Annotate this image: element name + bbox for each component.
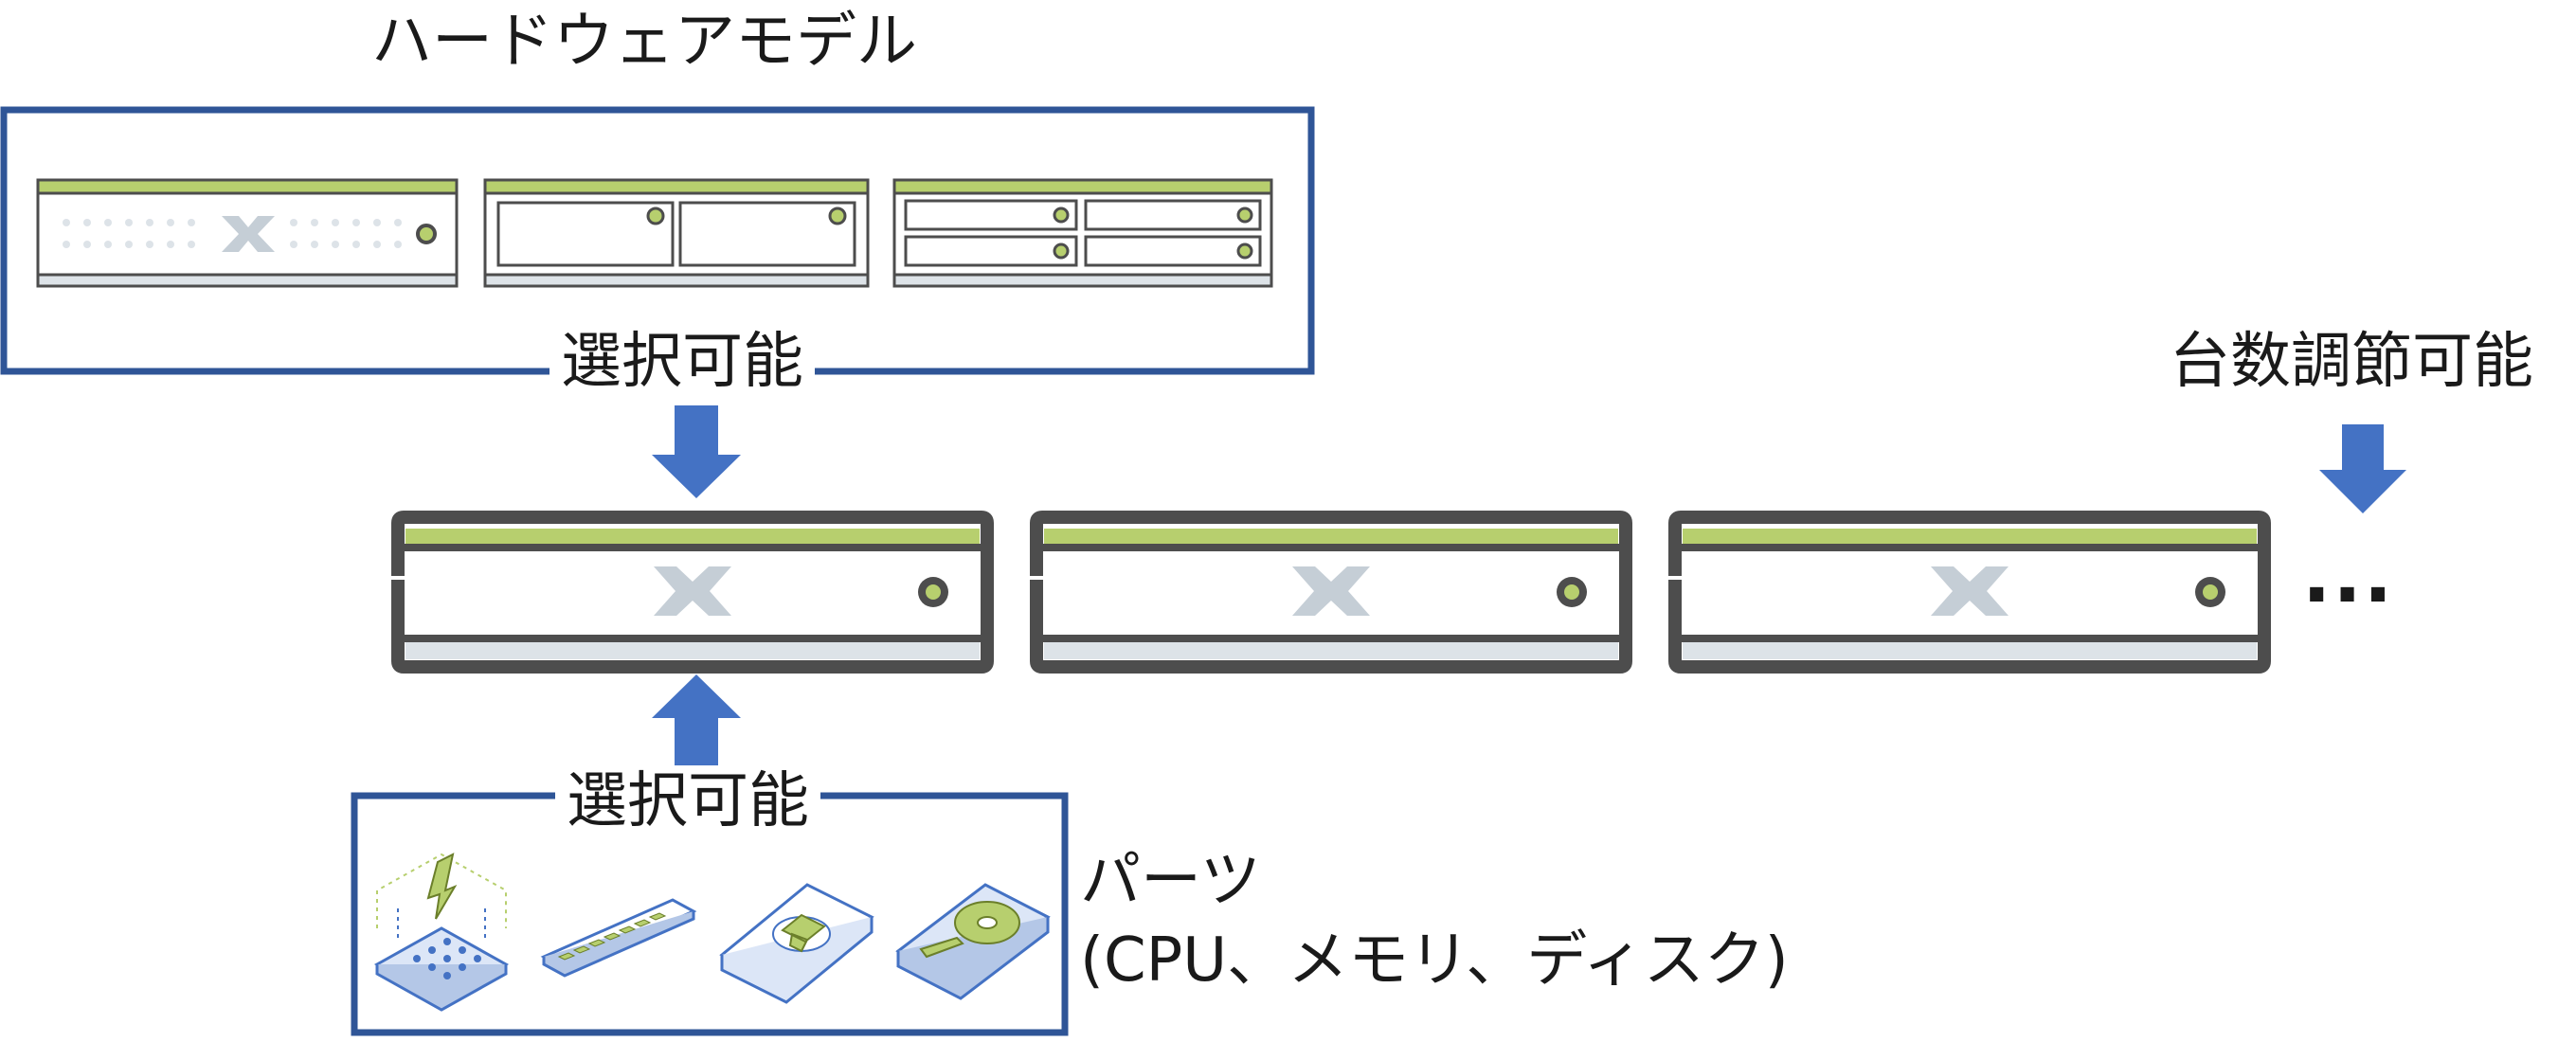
parts-label: パーツ [1080,846,1261,916]
disk-hdd-icon [895,883,1051,1000]
hardware-model-4node-icon [892,178,1273,288]
quantity-adjustable-label: 台数調節可能 [2170,326,2533,399]
hardware-model-2node-icon [483,178,870,288]
parts-detail-label: (CPU、メモリ、ディスク) [1080,925,1789,996]
memory-icon [540,898,697,978]
select-arrow-down [652,405,741,498]
node-server-2-icon [1030,511,1632,674]
cpu-icon [373,853,510,1012]
node-server-3-icon [1668,511,2271,674]
selectable-label-bottom: 選択可能 [555,765,820,838]
hardware-model-1u-icon [36,178,459,288]
hardware-model-title: ハードウェアモデル [371,6,917,79]
more-nodes-ellipsis: ... [2302,531,2395,620]
node-server-1-icon [391,511,994,674]
selectable-label-top: 選択可能 [549,326,815,399]
quantity-arrow-down [2319,424,2406,513]
disk-ssd-icon [719,883,874,1004]
select-arrow-up [652,674,741,767]
